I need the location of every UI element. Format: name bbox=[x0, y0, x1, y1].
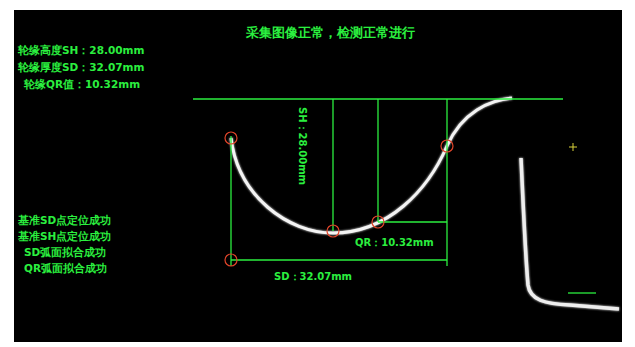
result-text: 轮缘高度SH：28.00mm bbox=[18, 44, 144, 57]
rail-profile bbox=[521, 158, 619, 309]
measure-lines bbox=[193, 99, 596, 293]
flange-profile bbox=[231, 98, 512, 233]
crosshair bbox=[569, 143, 577, 151]
dimension-label: SD：32.07mm bbox=[274, 271, 352, 283]
dimension-label: SH：28.00mm bbox=[296, 107, 308, 185]
status-text: 基准SH点定位成功 bbox=[18, 230, 111, 243]
status-title: 采集图像正常，检测正常进行 bbox=[246, 25, 415, 41]
dimension-label: QR：10.32mm bbox=[355, 237, 434, 249]
result-text: 轮缘厚度SD：32.07mm bbox=[18, 61, 144, 74]
status-text: 基准SD点定位成功 bbox=[18, 214, 111, 227]
point-markers bbox=[225, 132, 453, 266]
status-text: QR弧面拟合成功 bbox=[24, 262, 107, 275]
status-text: SD弧面拟合成功 bbox=[24, 246, 106, 259]
result-text: 轮缘QR值：10.32mm bbox=[24, 78, 140, 91]
